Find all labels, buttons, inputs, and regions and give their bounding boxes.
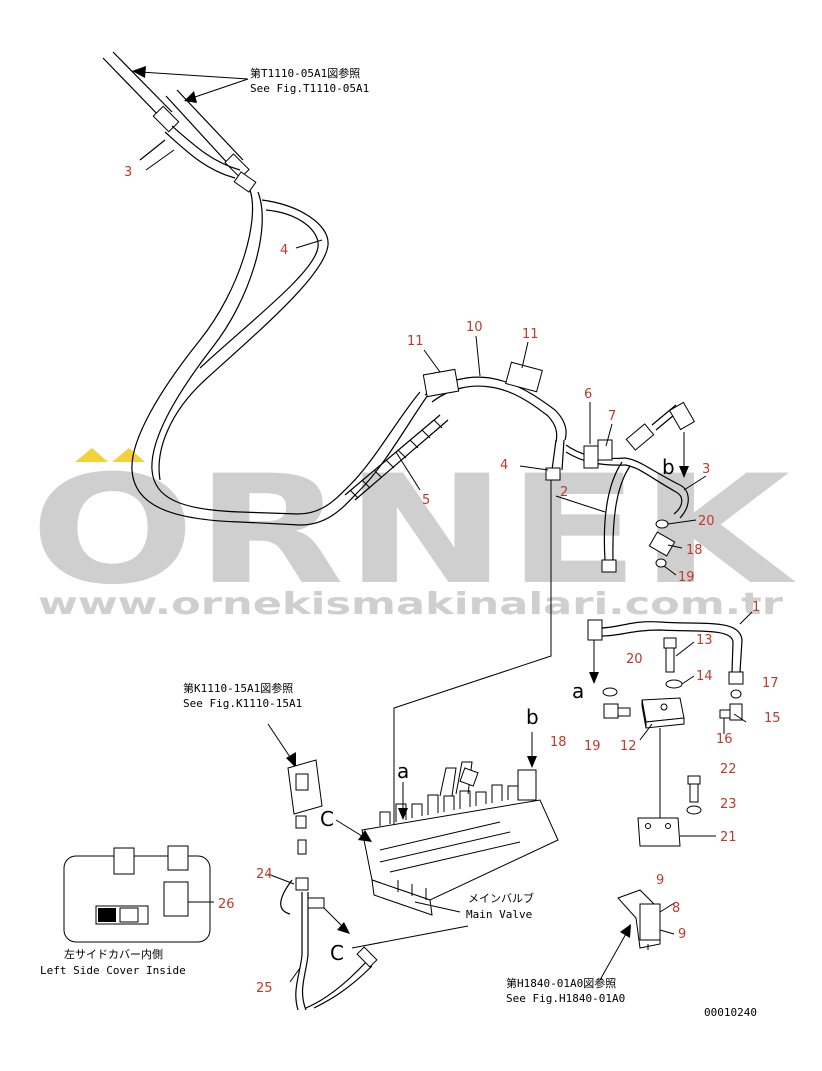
part-number: 1 [752, 600, 760, 615]
part-number: 13 [696, 633, 713, 648]
washer-23 [686, 805, 702, 815]
switch-assembly [267, 723, 378, 1011]
connection-letter-b: b [526, 705, 539, 729]
main-valve-label-en: Main Valve [466, 908, 532, 921]
connection-letter-a: a [572, 679, 584, 703]
oring-17 [730, 689, 742, 699]
drawing-number: 00010240 [704, 1006, 757, 1019]
part-number: 7 [608, 409, 616, 424]
part-number: 20 [626, 652, 643, 667]
block-12 [641, 697, 685, 729]
part-number: 18 [686, 543, 703, 558]
part-number: 9 [656, 873, 664, 888]
arrow-b-upper [679, 432, 689, 478]
bottom-reference-jp: 第H1840-01A0図参照 [506, 976, 616, 990]
part-number: 18 [550, 735, 567, 750]
part-number: 22 [720, 762, 737, 777]
part-number: 4 [280, 243, 288, 258]
part-number: 15 [764, 711, 781, 726]
connection-letter-b: b [662, 455, 675, 479]
fitting-cluster-upper [648, 519, 676, 568]
side-cover-panel [63, 845, 211, 943]
main-valve-label-jp: メインバルブ [468, 891, 534, 905]
part-number: 19 [584, 739, 601, 754]
left-reference-jp: 第K1110-15A1図参照 [183, 681, 293, 695]
cover-label-jp: 左サイドカバー内側 [64, 947, 163, 961]
part-number: 9 [678, 927, 686, 942]
part-number: 4 [500, 458, 508, 473]
part-number: 11 [522, 327, 539, 342]
part-number: 12 [620, 739, 637, 754]
part-number: 20 [698, 514, 715, 529]
elbow-15-16 [719, 703, 743, 721]
part-number: 2 [560, 485, 568, 500]
washer-14 [665, 679, 683, 689]
top-reference-en: See Fig.T1110-05A1 [250, 82, 369, 95]
part-numbers: 3 4 11 10 11 6 7 4 2 5 3 20 18 19 1 13 2… [124, 165, 781, 996]
cover-label-en: Left Side Cover Inside [40, 964, 186, 977]
main-hose-loop [131, 189, 449, 526]
part-number: 23 [720, 797, 737, 812]
arrow-c-valve [335, 819, 372, 842]
bolt-13 [663, 637, 677, 673]
bolt-22 [687, 775, 701, 803]
part-number: 17 [762, 676, 779, 691]
part-number: 25 [256, 981, 273, 996]
connection-letter-a: a [397, 759, 409, 783]
part-number: 16 [716, 732, 733, 747]
connection-letter-c: C [330, 941, 344, 965]
part-number: 6 [584, 387, 592, 402]
top-reference-arrows [132, 66, 249, 103]
part-number: 19 [678, 570, 695, 585]
watermark-brand: ORNEK [30, 444, 796, 618]
elbow-18-19 [603, 703, 631, 719]
watermark-accent-right [112, 448, 145, 462]
arrow-a-upper [589, 640, 599, 684]
watermark-accent-left [75, 448, 108, 462]
part-number: 5 [422, 493, 430, 508]
watermark: ORNEK www.ornekismakinalari.com.tr [30, 444, 796, 622]
arrow-c-lower [323, 907, 350, 934]
part-number: 14 [696, 669, 713, 684]
main-valve [361, 761, 559, 916]
part-number: 10 [466, 320, 483, 335]
part-number: 21 [720, 830, 737, 845]
part-number: 8 [672, 901, 680, 916]
part-number: 3 [702, 462, 710, 477]
leader-lines [145, 149, 753, 983]
part-number: 11 [407, 334, 424, 349]
part-number: 24 [256, 867, 273, 882]
connection-letter-c: C [320, 807, 334, 831]
part-number: 26 [218, 897, 235, 912]
oring-20 [602, 687, 618, 697]
upper-hose-assembly [422, 361, 696, 573]
bottom-reference-en: See Fig.H1840-01A0 [506, 992, 625, 1005]
top-pipes [102, 51, 257, 193]
bottom-lever-assembly [599, 889, 661, 981]
left-reference-en: See Fig.K1110-15A1 [183, 697, 302, 710]
top-reference-jp: 第T1110-05A1図参照 [250, 66, 360, 80]
arrow-b-valve [527, 732, 537, 768]
pilot-line-a [393, 480, 552, 830]
watermark-url: www.ornekismakinalari.com.tr [38, 587, 783, 622]
hose-1 [587, 619, 744, 685]
part-number: 3 [124, 165, 132, 180]
bracket-21 [637, 817, 681, 847]
